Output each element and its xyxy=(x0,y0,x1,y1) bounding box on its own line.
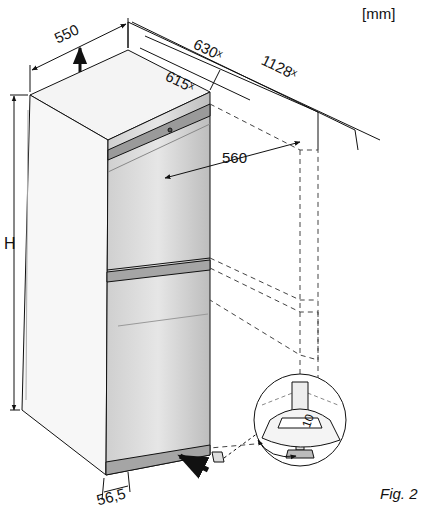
unit-label: [mm] xyxy=(362,6,395,21)
figure-caption: Fig. 2 xyxy=(380,486,418,501)
dimension: 56,5 xyxy=(95,485,127,507)
dimension: 1128ˣ xyxy=(259,52,299,82)
dimension: H xyxy=(4,236,16,252)
dimension: 560 xyxy=(222,150,247,165)
dimension: 550 xyxy=(52,21,81,45)
